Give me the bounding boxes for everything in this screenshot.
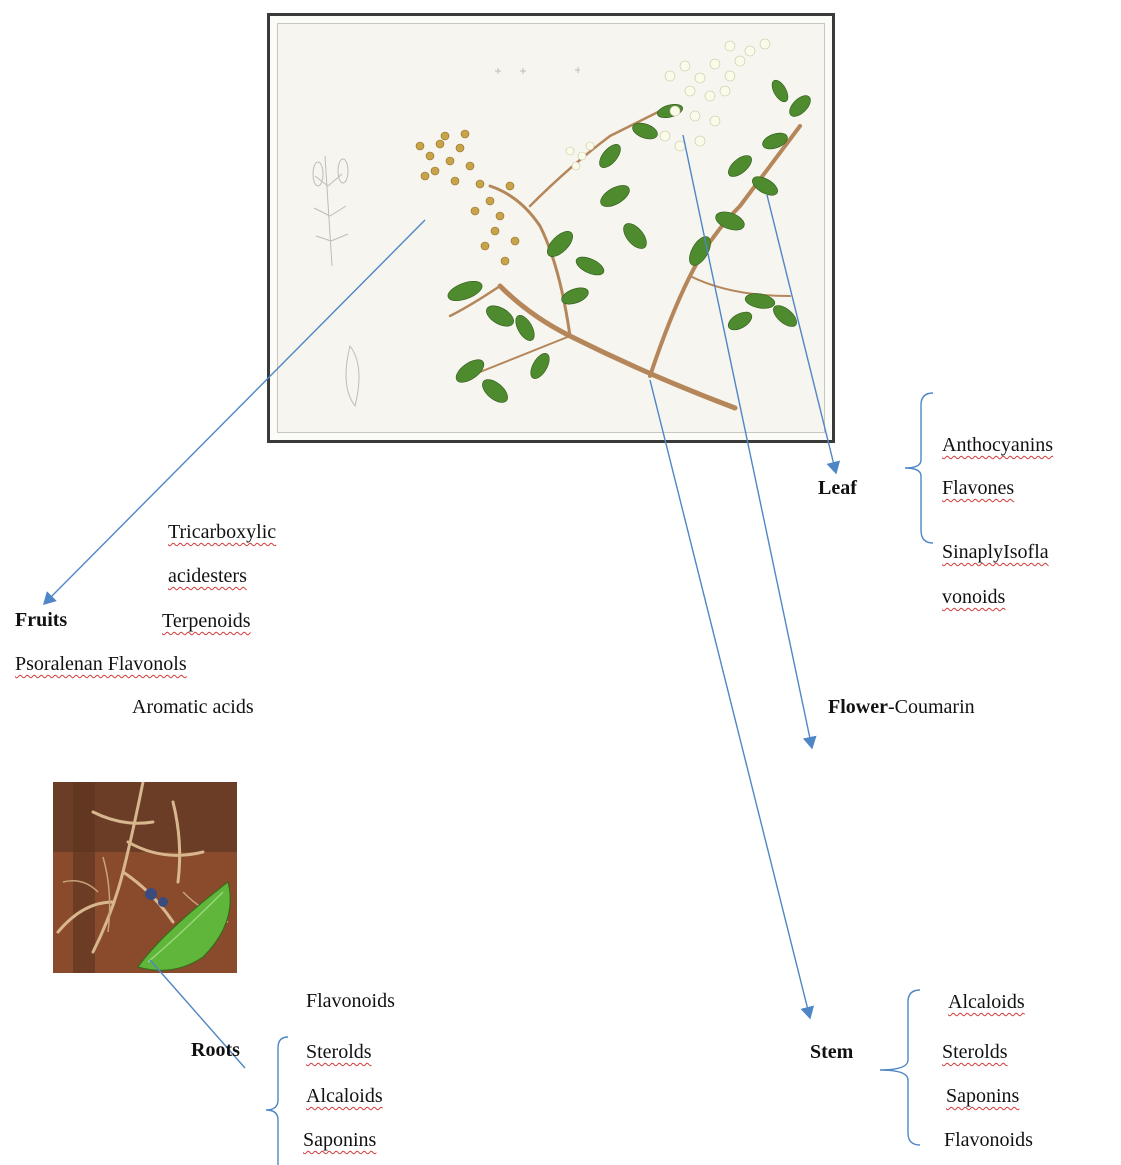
stem-item: Flavonoids	[944, 1129, 1033, 1151]
fruits-item: Psoralenan Flavonols	[15, 653, 187, 675]
bracket-roots	[266, 1037, 288, 1165]
flower-caption: Flower-Coumarin	[828, 696, 975, 718]
arrow-to-fruits	[44, 220, 425, 604]
leaf-item: SinaplyIsofla	[942, 541, 1049, 563]
stem-item: Alcaloids	[948, 991, 1025, 1013]
bracket-stem	[880, 990, 920, 1145]
leaf-item: vonoids	[942, 586, 1005, 608]
flower-label: Flower	[828, 696, 888, 718]
roots-item: Alcaloids	[306, 1085, 383, 1107]
fruits-item: Terpenoids	[162, 610, 251, 632]
leaf-item: Anthocyanins	[942, 434, 1053, 456]
stem-item: Sterolds	[942, 1041, 1008, 1063]
stem-item: Saponins	[946, 1085, 1019, 1107]
bracket-leaf	[905, 393, 933, 543]
arrow-to-flower	[683, 135, 812, 748]
leaf-item: Flavones	[942, 477, 1014, 499]
roots-item: Saponins	[303, 1129, 376, 1151]
roots-item: Flavonoids	[306, 990, 395, 1012]
fruits-label: Fruits	[15, 609, 67, 631]
flower-compound: -Coumarin	[888, 696, 975, 718]
roots-label: Roots	[191, 1039, 240, 1061]
roots-item: Sterolds	[306, 1041, 372, 1063]
stem-label: Stem	[810, 1041, 853, 1063]
arrow-to-leaf	[767, 195, 836, 473]
fruits-item: Aromatic acids	[132, 696, 254, 718]
fruits-item: acidesters	[168, 565, 247, 587]
arrow-to-stem	[650, 380, 810, 1018]
leaf-label: Leaf	[818, 477, 857, 499]
fruits-item: Tricarboxylic	[168, 521, 276, 543]
